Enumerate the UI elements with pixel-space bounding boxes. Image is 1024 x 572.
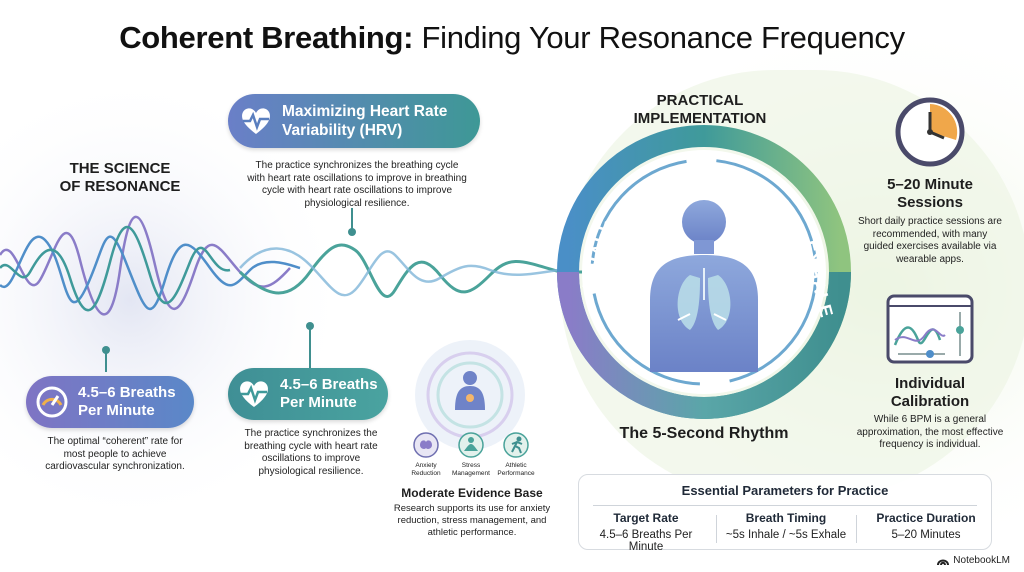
params-title: Essential Parameters for Practice (681, 483, 889, 498)
notebooklm-brand: NotebookLM (937, 555, 1010, 566)
breaths-left-description: The optimal “coherent” rate for most peo… (45, 436, 185, 472)
evidence-item-athletic: Athletic Performance (497, 462, 535, 477)
clock-icon (895, 97, 965, 167)
running-icon (500, 432, 532, 458)
params-col-target-rate: Target Rate 4.5–6 Breaths Per Minute (599, 511, 693, 553)
params-col-practice-duration: Practice Duration 5–20 Minutes (876, 511, 976, 541)
evidence-heading: Moderate Evidence Base (401, 486, 543, 500)
evidence-figure (415, 340, 525, 450)
params-col-breath-timing: Breath Timing ~5s Inhale / ~5s Exhale (725, 511, 847, 541)
evidence-item-anxiety: Anxiety Reduction (411, 462, 441, 477)
notebooklm-logo-icon (937, 559, 950, 565)
breaths-left-line2: Per Minute (78, 402, 155, 419)
breaths-per-minute-pill-left: 4.5–6 Breaths Per Minute (26, 376, 194, 428)
sessions-description: Short daily practice sessions are recomm… (858, 216, 1002, 265)
heart-rate-icon (238, 103, 274, 139)
practical-heading: PRACTICAL IMPLEMENTATION (633, 92, 767, 127)
hrv-label-line2: Variability (HRV) (282, 122, 403, 139)
breaths-mid-line1: 4.5–6 Breaths (280, 376, 378, 393)
hrv-description: The practice synchronizes the breathing … (247, 160, 467, 209)
evidence-description: Research supports its use for anxiety re… (393, 503, 551, 538)
params-separator (716, 515, 717, 543)
meditation-icon (455, 432, 487, 458)
hrv-label-line1: Maximizing Heart Rate (282, 103, 448, 120)
science-heading: THE SCIENCE OF RESONANCE (59, 160, 181, 195)
breaths-mid-description: The practice synchronizes the breathing … (244, 428, 378, 477)
sessions-heading: 5–20 Minute Sessions (887, 176, 973, 211)
wave-teal (0, 225, 231, 312)
wave-purple (0, 215, 291, 316)
wave-main-2 (239, 247, 571, 297)
evidence-item-stress: Stress Management (452, 462, 490, 477)
calibration-description: While 6 BPM is a general approximation, … (856, 414, 1004, 450)
wave-main (238, 243, 600, 298)
params-separator (856, 515, 857, 543)
calibration-app-icon (886, 294, 974, 364)
calibration-heading: Individual Calibration (890, 375, 970, 410)
rhythm-heading: The 5-Second Rhythm (619, 425, 789, 442)
brain-icon (410, 432, 442, 458)
breaths-left-line1: 4.5–6 Breaths (78, 384, 176, 401)
breaths-mid-line2: Per Minute (280, 394, 357, 411)
page-title: Coherent Breathing: Finding Your Resonan… (119, 20, 905, 55)
params-divider (593, 505, 977, 506)
breaths-per-minute-pill-mid: 4.5–6 Breaths Per Minute (228, 368, 388, 420)
hrv-pill: Maximizing Heart Rate Variability (HRV) (228, 94, 480, 148)
wave-blue (0, 235, 301, 311)
gauge-icon (34, 384, 70, 420)
human-figure (650, 200, 758, 372)
essential-parameters-box: Essential Parameters for Practice Target… (578, 474, 992, 553)
heart-rate-icon (236, 376, 272, 412)
